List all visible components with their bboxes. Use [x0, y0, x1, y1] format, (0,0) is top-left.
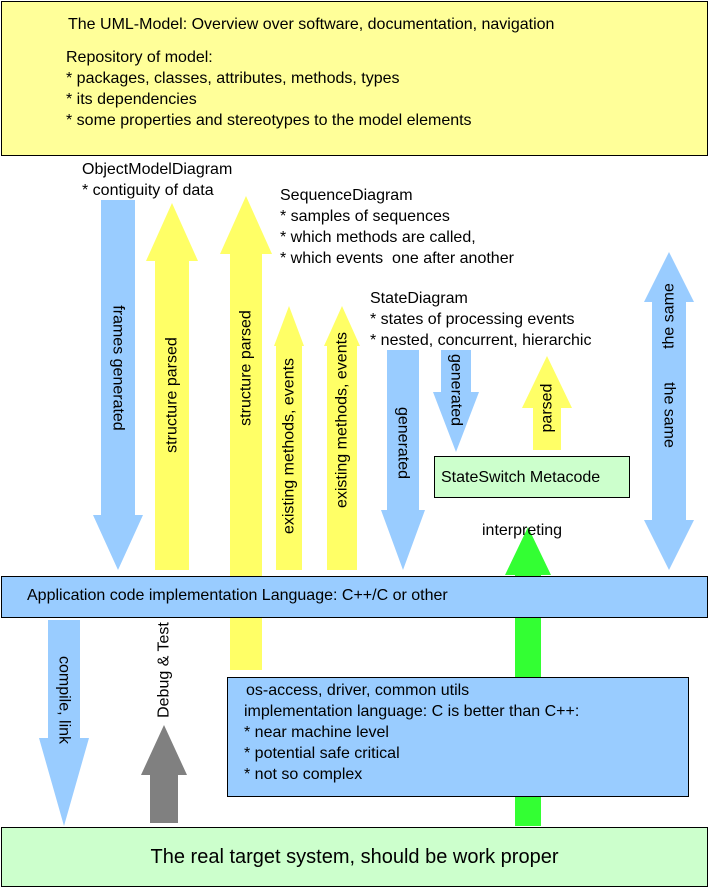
existing-methods-events-arrow-2: existing methods, events	[324, 306, 360, 570]
sequence-diagram-line: * which methods are called,	[280, 229, 476, 246]
os-access-line: os-access, driver, common utils	[246, 682, 470, 699]
the-same-arrow: the same the same	[644, 252, 694, 570]
sequence-diagram-line: * samples of sequences	[280, 208, 450, 225]
os-access-line: implementation language: C is better tha…	[244, 703, 580, 720]
os-access-line: * not so complex	[244, 766, 363, 783]
structure-parsed-arrow-2: structure parsed	[220, 196, 272, 670]
os-access-line: * near machine level	[244, 724, 389, 741]
sequence-diagram-line: * which events one after another	[280, 250, 514, 267]
compile-link-arrow-shape	[39, 620, 89, 826]
compile-link-arrow-label: compile, link	[56, 656, 73, 745]
os-access-box: os-access, driver, common utils implemen…	[227, 677, 689, 797]
target-system-label: The real target system, should be work p…	[150, 846, 559, 868]
structure-parsed-arrow-1: structure parsed	[146, 203, 198, 570]
application-code-box: Application code implementation Language…	[1, 576, 708, 618]
the-same-arrow-label-down: the same	[661, 382, 678, 448]
uml-model-line: Repository of model:	[66, 49, 213, 66]
uml-model-title: The UML-Model: Overview over software, d…	[68, 16, 555, 33]
compile-link-arrow: compile, link	[39, 620, 89, 826]
application-code-label: Application code implementation Language…	[27, 587, 448, 604]
generated-arrow-2-shape	[433, 350, 479, 452]
os-access-line: * potential safe critical	[244, 745, 400, 762]
the-same-arrow-label-up: the same	[661, 283, 678, 349]
uml-model-line: * its dependencies	[66, 91, 197, 108]
parsed-arrow-shape	[522, 356, 572, 450]
debug-test-arrow-shape	[141, 725, 187, 823]
structure-parsed-arrow-1-shape	[146, 203, 198, 570]
uml-model-line: * some properties and stereotypes to the…	[66, 112, 472, 129]
existing-methods-events-arrow-1: existing methods, events	[274, 306, 304, 570]
interpreting-label: interpreting	[482, 522, 563, 539]
object-model-title: ObjectModelDiagram	[82, 161, 233, 178]
existing-methods-events-arrow-2-shape	[324, 306, 360, 570]
state-diagram-line: * states of processing events	[370, 311, 575, 328]
parsed-arrow-label: parsed	[539, 384, 556, 433]
debug-test-arrow-label: Debug & Test	[156, 622, 173, 718]
generated-arrow-1-label: generated	[395, 407, 412, 479]
state-diagram-title: StateDiagram	[370, 290, 468, 307]
object-model-line: * contiguity of data	[82, 182, 214, 199]
existing-methods-events-arrow-1-label: existing methods, events	[281, 358, 298, 534]
frames-generated-arrow-shape	[93, 200, 143, 570]
existing-methods-events-arrow-2-label: existing methods, events	[334, 332, 351, 508]
target-system-box: The real target system, should be work p…	[1, 827, 708, 887]
structure-parsed-arrow-2-label: structure parsed	[238, 310, 255, 426]
frames-generated-arrow: frames generated	[93, 200, 143, 570]
generated-arrow-2-label: generated	[448, 354, 465, 426]
generated-arrow-1: generated	[381, 350, 425, 570]
uml-model-line: * packages, classes, attributes, methods…	[66, 70, 400, 87]
frames-generated-arrow-label: frames generated	[110, 305, 127, 430]
generated-arrow-2: generated	[433, 350, 479, 452]
structure-parsed-arrow-1-label: structure parsed	[164, 337, 181, 453]
stateswitch-metacode-box: StateSwitch Metacode	[434, 456, 630, 498]
generated-arrow-1-shape	[381, 350, 425, 570]
sequence-diagram-title: SequenceDiagram	[280, 187, 413, 204]
existing-methods-events-arrow-1-shape	[274, 306, 304, 570]
debug-test-arrow: Debug & Test	[141, 622, 187, 823]
stateswitch-metacode-label: StateSwitch Metacode	[441, 469, 601, 486]
the-same-arrow-shape	[644, 252, 694, 570]
uml-model-box: The UML-Model: Overview over software, d…	[1, 1, 708, 156]
state-diagram-line: * nested, concurrent, hierarchic	[370, 332, 592, 349]
structure-parsed-arrow-2-shape	[220, 196, 272, 670]
parsed-arrow: parsed	[522, 356, 572, 450]
